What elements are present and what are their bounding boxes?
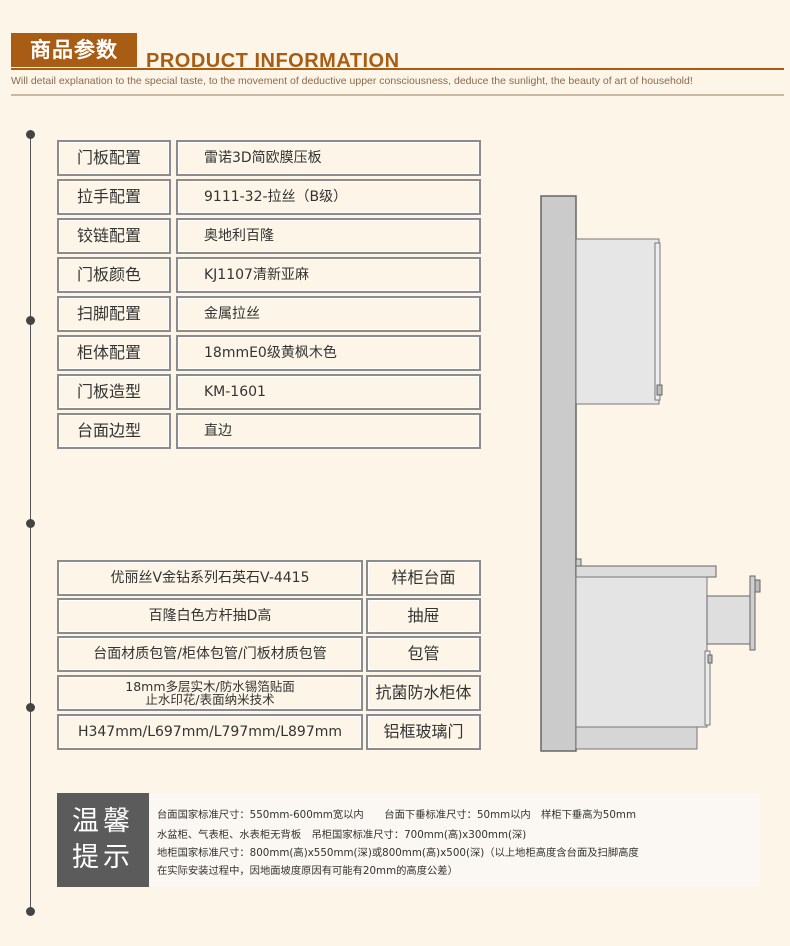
spec-value: 18mmE0级黄枫木色 bbox=[176, 335, 481, 371]
tips-title-line: 提示 bbox=[72, 842, 134, 873]
drawer-handle bbox=[754, 579, 761, 593]
drawer bbox=[706, 595, 751, 645]
section-title-en: PRODUCT INFORMATION bbox=[146, 50, 400, 72]
drawer-front bbox=[749, 575, 756, 651]
tips-panel bbox=[57, 793, 760, 887]
material-type: 抽屉 bbox=[366, 598, 481, 634]
wall-cabinet-handle bbox=[656, 384, 663, 396]
spec-value: 雷诺3D简欧膜压板 bbox=[176, 140, 481, 176]
material-desc: H347mm/L697mm/L797mm/L897mm bbox=[57, 714, 363, 750]
spec-label: 柜体配置 bbox=[57, 335, 171, 371]
material-type: 包管 bbox=[366, 636, 481, 672]
tip-line: 水盆柜、气表柜、水表柜无背板 吊柜国家标准尺寸：700mm(高)x300mm(深… bbox=[157, 829, 527, 841]
wall-cabinet-door bbox=[654, 242, 661, 401]
base-door-handle bbox=[707, 654, 713, 664]
spec-value: 直边 bbox=[176, 413, 481, 449]
material-desc: 优丽丝V金钻系列石英石V-4415 bbox=[57, 560, 363, 596]
wall-cabinet bbox=[575, 238, 660, 405]
spec-value: KM-1601 bbox=[176, 374, 481, 410]
spec-value: KJ1107清新亚麻 bbox=[176, 257, 481, 293]
spec-label: 扫脚配置 bbox=[57, 296, 171, 332]
backsplash bbox=[575, 558, 582, 567]
timeline-dot bbox=[26, 519, 35, 528]
tips-title: 温馨 提示 bbox=[57, 793, 149, 887]
spec-label: 门板颜色 bbox=[57, 257, 171, 293]
section-badge: 商品参数 bbox=[11, 33, 137, 67]
spec-label: 铰链配置 bbox=[57, 218, 171, 254]
material-type: 抗菌防水柜体 bbox=[366, 675, 481, 711]
spec-value: 金属拉丝 bbox=[176, 296, 481, 332]
timeline-dot bbox=[26, 130, 35, 139]
tip-line: 地柜国家标准尺寸：800mm(高)x550mm(深)或800mm(高)x500(… bbox=[157, 847, 639, 859]
material-desc: 18mm多层实木/防水锡箔贴面 止水印花/表面纳米技术 bbox=[57, 675, 363, 711]
material-type: 样柜台面 bbox=[366, 560, 481, 596]
timeline-dot bbox=[26, 907, 35, 916]
material-desc: 台面材质包管/柜体包管/门板材质包管 bbox=[57, 636, 363, 672]
base-cabinet-door bbox=[704, 650, 711, 726]
material-desc: 百隆白色方杆抽D高 bbox=[57, 598, 363, 634]
cabinet-side-illustration bbox=[540, 195, 761, 752]
base-cabinet bbox=[575, 576, 708, 728]
countertop bbox=[575, 565, 717, 578]
spec-label: 门板造型 bbox=[57, 374, 171, 410]
section-subtitle: Will detail explanation to the special t… bbox=[11, 75, 693, 87]
header-underline bbox=[11, 68, 784, 70]
material-desc-line: 18mm多层实木/防水锡箔贴面 bbox=[125, 679, 295, 694]
spec-label: 拉手配置 bbox=[57, 179, 171, 215]
spec-value: 奥地利百隆 bbox=[176, 218, 481, 254]
material-type: 铝框玻璃门 bbox=[366, 714, 481, 750]
spec-label: 台面边型 bbox=[57, 413, 171, 449]
kickboard bbox=[575, 726, 698, 750]
wall-panel bbox=[540, 195, 577, 752]
timeline-dot bbox=[26, 703, 35, 712]
divider bbox=[11, 94, 784, 96]
tips-title-line: 温馨 bbox=[72, 806, 134, 837]
spec-label: 门板配置 bbox=[57, 140, 171, 176]
tip-line: 台面国家标准尺寸：550mm-600mm宽以内 台面下垂标准尺寸：50mm以内 … bbox=[157, 809, 636, 821]
spec-value: 9111-32-拉丝（B级） bbox=[176, 179, 481, 215]
tip-line: 在实际安装过程中，因地面坡度原因有可能有20mm的高度公差） bbox=[157, 865, 458, 877]
timeline-dot bbox=[26, 316, 35, 325]
material-desc-line: 止水印花/表面纳米技术 bbox=[145, 692, 275, 707]
